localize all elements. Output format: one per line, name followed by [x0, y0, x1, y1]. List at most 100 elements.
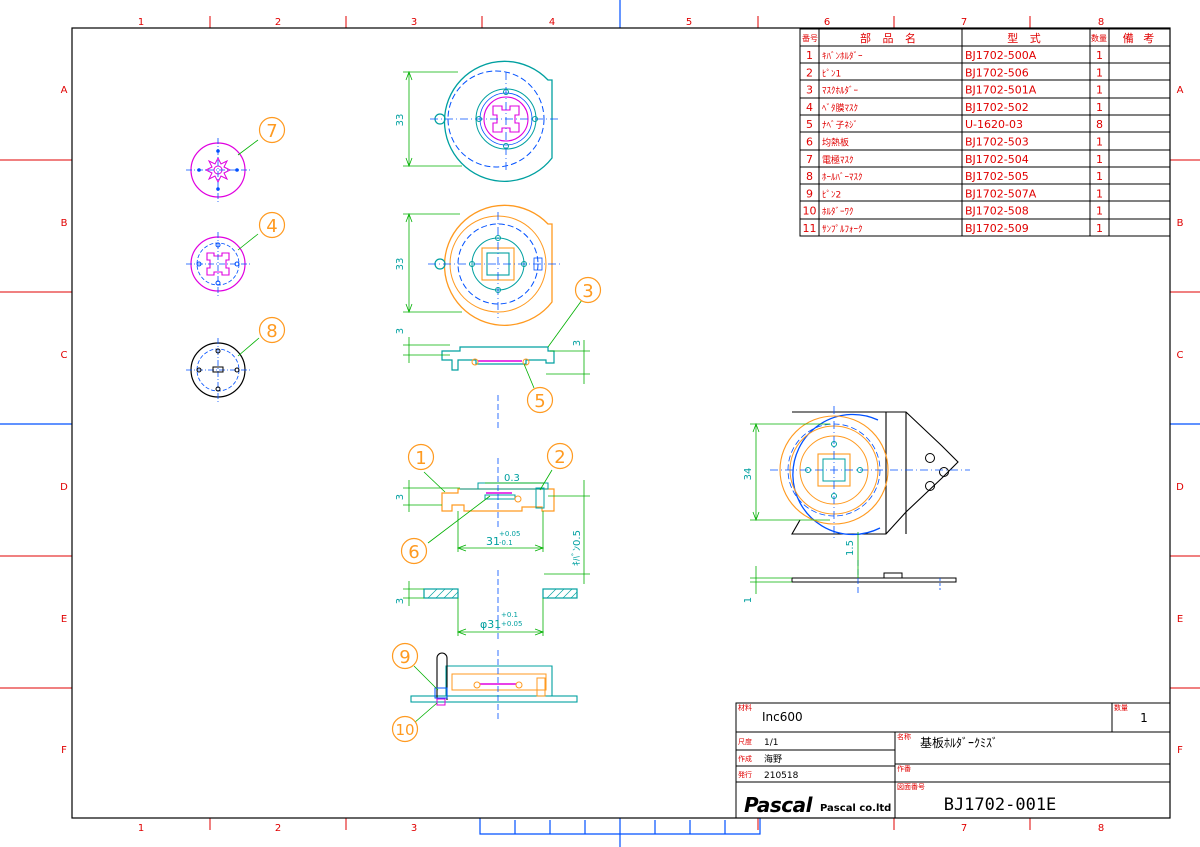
svg-text:6: 6: [408, 542, 419, 563]
parts-row-no: 3: [806, 84, 813, 97]
svg-text:5: 5: [534, 391, 545, 412]
parts-row-name: ｷﾊﾞﾝﾎﾙﾀﾞｰ: [822, 51, 863, 62]
tb-author-label: 作成: [738, 754, 752, 763]
parts-header-model: 型 式: [1007, 31, 1045, 45]
parts-row-model: BJ1702-504: [965, 153, 1029, 166]
dim-phi31-tol-up: +0.1: [501, 611, 518, 619]
parts-row-name: ﾋﾟﾝ1: [822, 68, 841, 79]
col-label-bot-3: 3: [411, 823, 417, 834]
title-block: 材料 数量 尺度 作成 発行 名称 作番 図面番号 Inc600 1 1/1 海…: [735, 702, 1171, 819]
top-view-substrate-holder: [428, 204, 560, 326]
col-label-top-8: 8: [1098, 17, 1104, 28]
col-label-top-4: 4: [549, 17, 555, 28]
parts-row-qty: 8: [1096, 118, 1103, 131]
side-section-assembly: [441, 458, 555, 530]
tb-drawing-no: BJ1702-001E: [944, 795, 1057, 815]
dim-phi31-tol-dn: +0.05: [501, 620, 522, 628]
tb-scale-label: 尺度: [738, 737, 752, 746]
parts-row-qty: 1: [1096, 205, 1103, 218]
col-label-top-1: 1: [138, 17, 144, 28]
parts-row-qty: 1: [1096, 170, 1103, 183]
dim-1-label: 1: [743, 597, 754, 603]
balloon-10: 10: [391, 715, 419, 743]
dim-31-tol-dn: -0.1: [499, 539, 513, 547]
parts-row-qty: 1: [1096, 136, 1103, 149]
dim-phi31-label: φ31: [480, 618, 501, 631]
parts-row-model: BJ1702-507A: [965, 187, 1037, 200]
dim-34: [750, 422, 830, 522]
tb-name-label: 名称: [897, 732, 911, 741]
tb-drawing-no-label: 図面番号: [897, 783, 925, 791]
parts-header-no: 番号: [802, 33, 818, 43]
parts-row-qty: 1: [1096, 66, 1103, 79]
dim-kiban-label: ｷﾊﾞﾝ0.5: [571, 530, 583, 566]
parts-row-qty: 1: [1096, 153, 1103, 166]
svg-text:4: 4: [266, 216, 277, 237]
parts-row-name: 電極ﾏｽｸ: [822, 154, 854, 166]
col-label-bot-1: 1: [138, 823, 144, 834]
parts-row-no: 8: [806, 170, 813, 183]
parts-header-qty: 数量: [1091, 33, 1107, 43]
tb-scale: 1/1: [764, 738, 778, 748]
dim-03-label: 0.3: [504, 473, 520, 484]
parts-row-no: 10: [803, 205, 817, 218]
tb-qty: 1: [1140, 711, 1148, 725]
tb-author: 海野: [764, 753, 782, 765]
row-label-left-e: E: [61, 614, 67, 625]
balloon-8: 8: [258, 316, 286, 344]
parts-row-name: ﾎﾙﾀﾞｰﾜｸ: [822, 207, 854, 218]
dim-15-label: 1.5: [845, 540, 856, 556]
svg-text:2: 2: [554, 447, 565, 468]
side-section-full-assembly: [410, 650, 578, 720]
parts-row-model: BJ1702-503: [965, 136, 1029, 149]
row-label-left-c: C: [61, 350, 68, 361]
row-label-right-e: E: [1177, 614, 1183, 625]
dim-33-mid: [403, 212, 462, 314]
svg-text:8: 8: [266, 321, 277, 342]
dim-33-top-label: 33: [395, 114, 406, 127]
parts-row-model: BJ1702-506: [965, 66, 1029, 79]
parts-row-model: BJ1702-501A: [965, 84, 1037, 97]
balloon-1: 1: [407, 443, 435, 471]
dim-33-top: [403, 70, 462, 168]
row-label-right-b: B: [1177, 218, 1184, 229]
parts-header-note: 備 考: [1123, 32, 1158, 45]
parts-row-name: ﾏｽｸﾎﾙﾀﾞｰ: [822, 86, 859, 97]
parts-row-name: ﾎｰﾙﾊﾞｰﾏｽｸ: [822, 172, 863, 183]
parts-row-model: BJ1702-500A: [965, 49, 1037, 62]
parts-row-no: 4: [806, 101, 813, 114]
dim-31-label: 31: [486, 535, 500, 548]
balloon-7: 7: [258, 116, 286, 144]
row-label-right-c: C: [1177, 350, 1184, 361]
row-label-left-f: F: [61, 745, 67, 756]
parts-row-name: ﾍﾞﾀ膜ﾏｽｸ: [822, 103, 858, 114]
row-labels: A B C D E F A B C D E F: [60, 85, 1184, 756]
parts-row-model: BJ1702-509: [965, 222, 1029, 235]
parts-row-name: 均熱板: [822, 137, 849, 149]
col-label-bot-8: 8: [1098, 823, 1104, 834]
svg-text:9: 9: [399, 647, 410, 668]
parts-row-model: U-1620-03: [965, 118, 1023, 131]
dim-3-plate-label: 3: [395, 598, 406, 604]
svg-text:10: 10: [395, 721, 414, 739]
row-label-right-f: F: [1177, 745, 1183, 756]
parts-row-qty: 1: [1096, 222, 1103, 235]
dim-3-assembly-label: 3: [395, 494, 406, 500]
tb-date: 210518: [764, 771, 799, 781]
balloon-6: 6: [400, 537, 428, 565]
tb-work-label: 作番: [897, 764, 911, 773]
column-labels: 1 2 3 4 5 6 7 8 1 2 3 7 8: [138, 17, 1104, 834]
dim-3-upper-right-label: 3: [572, 340, 583, 346]
svg-text:1: 1: [415, 448, 426, 469]
parts-row-no: 11: [803, 222, 817, 235]
col-label-top-7: 7: [961, 17, 967, 28]
parts-row-model: BJ1702-508: [965, 205, 1029, 218]
col-label-bot-2: 2: [275, 823, 281, 834]
parts-row-qty: 1: [1096, 49, 1103, 62]
parts-row-qty: 1: [1096, 187, 1103, 200]
parts-row-no: 2: [806, 66, 813, 79]
balloons: 7 4 8 3 5 1 2 6: [258, 116, 602, 743]
